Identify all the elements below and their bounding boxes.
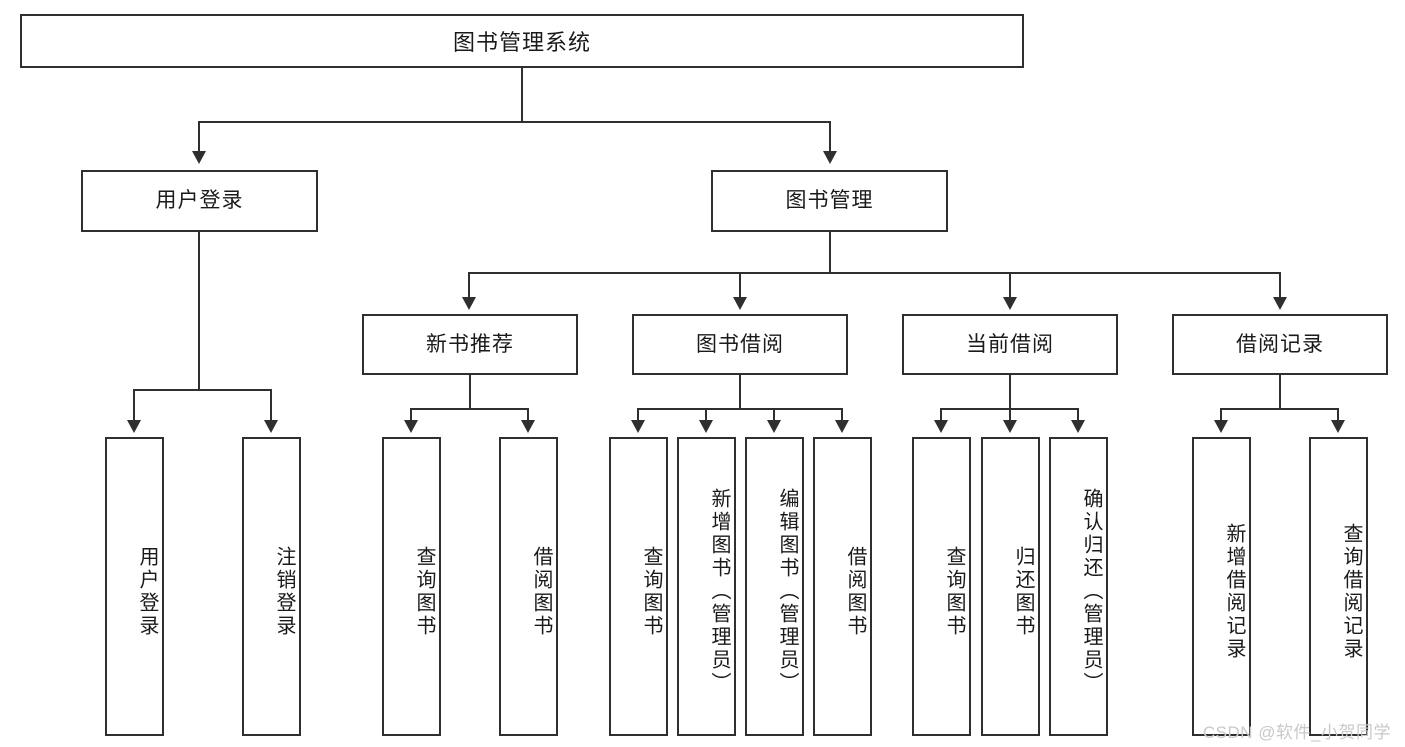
connector-drop-user-login (198, 121, 200, 153)
node-leaf-user-logout[interactable]: 注销登录 (242, 437, 301, 736)
arrowhead-user-login (192, 151, 206, 164)
connector-drop-leaf-query-book-3 (940, 408, 942, 422)
arrowhead-leaf-user-logout (264, 420, 278, 433)
connector-borrow-record-bus (1220, 408, 1339, 410)
arrowhead-leaf-borrow-book-2 (835, 420, 849, 433)
arrowhead-leaf-edit-book (767, 420, 781, 433)
node-leaf-query-book-3[interactable]: 查询图书 (912, 437, 971, 736)
arrowhead-leaf-query-record (1331, 420, 1345, 433)
connector-drop-leaf-query-record (1337, 408, 1339, 422)
arrowhead-leaf-query-book-1 (404, 420, 418, 433)
connector-book-management-stem (829, 232, 831, 273)
arrowhead-leaf-borrow-book-1 (521, 420, 535, 433)
connector-new-book-recommend-bus (410, 408, 529, 410)
node-label: 查询图书 (943, 545, 965, 638)
node-label: 借阅图书 (844, 545, 866, 638)
node-leaf-borrow-book-2[interactable]: 借阅图书 (813, 437, 872, 736)
connector-current-borrow-stem (1009, 375, 1011, 409)
node-label: 借阅图书 (530, 545, 552, 638)
node-leaf-query-book-1[interactable]: 查询图书 (382, 437, 441, 736)
connector-drop-leaf-user-logout (270, 389, 272, 422)
arrowhead-borrow-record (1273, 297, 1287, 310)
arrowhead-book-borrow (733, 297, 747, 310)
connector-drop-leaf-confirm-return (1077, 408, 1079, 422)
node-label: 归还图书 (1012, 545, 1034, 638)
node-label: 注销登录 (273, 545, 295, 638)
node-label: 新增借阅记录 (1223, 522, 1245, 661)
node-label: 查询借阅记录 (1340, 522, 1362, 661)
node-leaf-add-record[interactable]: 新增借阅记录 (1192, 437, 1251, 736)
node-label: 借阅记录 (1236, 332, 1324, 356)
connector-drop-leaf-edit-book (773, 408, 775, 422)
node-leaf-edit-book[interactable]: 编辑图书（管理员） (745, 437, 804, 736)
arrowhead-leaf-add-record (1214, 420, 1228, 433)
node-current-borrow[interactable]: 当前借阅 (902, 314, 1118, 375)
node-label: 当前借阅 (966, 332, 1054, 356)
node-label: 图书管理 (785, 189, 874, 213)
connector-drop-new-book-recommend (468, 272, 470, 299)
connector-level3-bus (468, 272, 1280, 274)
arrowhead-current-borrow (1003, 297, 1017, 310)
arrowhead-leaf-add-book (699, 420, 713, 433)
arrowhead-leaf-query-book-2 (631, 420, 645, 433)
connector-drop-leaf-query-book-1 (410, 408, 412, 422)
connector-drop-book-borrow (739, 272, 741, 299)
arrowhead-book-management (823, 151, 837, 164)
connector-book-borrow-stem (739, 375, 741, 409)
connector-drop-leaf-user-login (133, 389, 135, 422)
connector-drop-borrow-record (1279, 272, 1281, 299)
connector-drop-leaf-add-record (1220, 408, 1222, 422)
connector-user-login-stem (198, 232, 200, 390)
connector-drop-leaf-borrow-book-1 (527, 408, 529, 422)
connector-drop-book-management (829, 121, 831, 153)
node-label: 新增图书（管理员） (708, 488, 730, 695)
node-label: 查询图书 (413, 545, 435, 638)
connector-drop-leaf-return-book (1009, 408, 1011, 422)
node-leaf-confirm-return[interactable]: 确认归还（管理员） (1049, 437, 1108, 736)
connector-book-borrow-bus (637, 408, 843, 410)
arrowhead-leaf-query-book-3 (934, 420, 948, 433)
connector-new-book-recommend-stem (469, 375, 471, 409)
node-leaf-add-book[interactable]: 新增图书（管理员） (677, 437, 736, 736)
node-new-book-recommend[interactable]: 新书推荐 (362, 314, 578, 375)
node-borrow-record[interactable]: 借阅记录 (1172, 314, 1388, 375)
node-label: 图书借阅 (696, 332, 784, 356)
connector-drop-current-borrow (1009, 272, 1011, 299)
arrowhead-leaf-return-book (1003, 420, 1017, 433)
node-leaf-user-login[interactable]: 用户登录 (105, 437, 164, 736)
node-label: 编辑图书（管理员） (776, 488, 798, 695)
node-leaf-query-record[interactable]: 查询借阅记录 (1309, 437, 1368, 736)
connector-drop-leaf-query-book-2 (637, 408, 639, 422)
node-leaf-query-book-2[interactable]: 查询图书 (609, 437, 668, 736)
node-label: 图书管理系统 (452, 30, 591, 55)
node-book-management-system[interactable]: 图书管理系统 (20, 14, 1024, 68)
node-label: 查询图书 (640, 545, 662, 638)
arrowhead-leaf-confirm-return (1071, 420, 1085, 433)
node-user-login[interactable]: 用户登录 (81, 170, 318, 232)
connector-drop-leaf-borrow-book-2 (841, 408, 843, 422)
node-leaf-borrow-book-1[interactable]: 借阅图书 (499, 437, 558, 736)
node-label: 用户登录 (136, 545, 158, 638)
node-book-borrow[interactable]: 图书借阅 (632, 314, 848, 375)
connector-root-stem (521, 68, 523, 122)
connector-borrow-record-stem (1279, 375, 1281, 409)
connector-user-login-bus (133, 389, 271, 391)
connector-level2-bus (198, 121, 831, 123)
node-book-management[interactable]: 图书管理 (711, 170, 948, 232)
arrowhead-new-book-recommend (462, 297, 476, 310)
connector-drop-leaf-add-book (705, 408, 707, 422)
node-label: 用户登录 (155, 189, 244, 213)
node-label: 确认归还（管理员） (1080, 488, 1102, 695)
arrowhead-leaf-user-login (127, 420, 141, 433)
node-leaf-return-book[interactable]: 归还图书 (981, 437, 1040, 736)
node-label: 新书推荐 (426, 332, 514, 356)
